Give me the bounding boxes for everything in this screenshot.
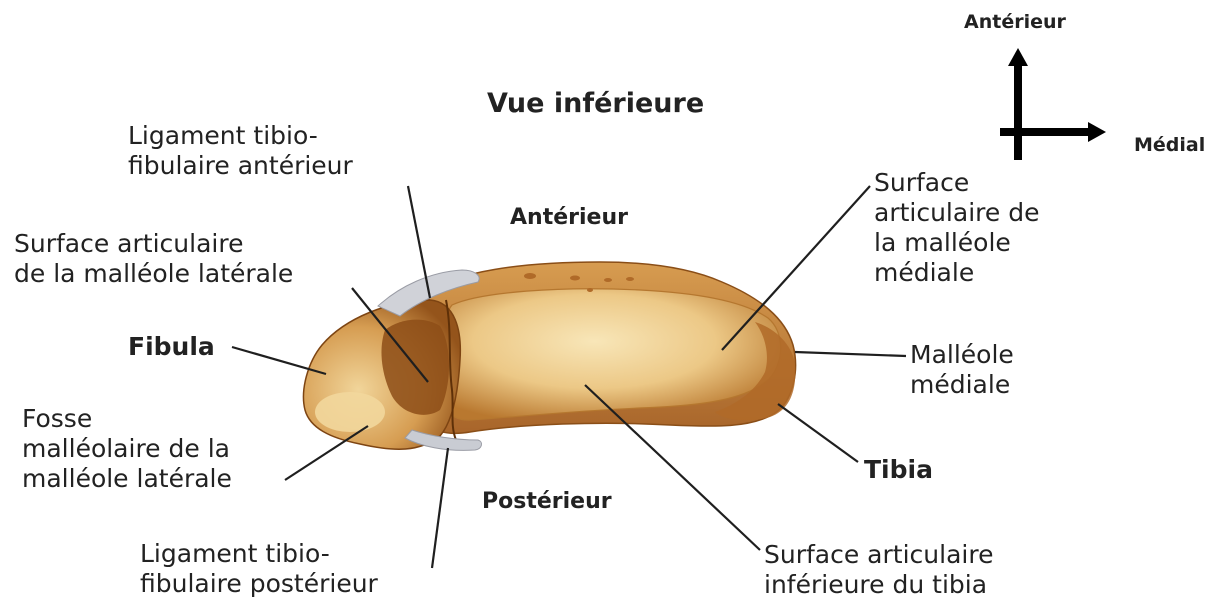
label-inferior-articular-surface: Surface articulaire inférieure du tibia <box>764 540 993 600</box>
bone-drawing <box>304 262 796 450</box>
label-fibula: Fibula <box>128 332 215 362</box>
label-tibia: Tibia <box>864 455 933 485</box>
region-posterior-label: Postérieur <box>482 487 612 517</box>
orientation-arrows <box>1000 48 1106 160</box>
label-ligament-posterior: Ligament tibio- fibulaire postérieur <box>140 539 378 599</box>
label-ligament-anterior: Ligament tibio- fibulaire antérieur <box>128 121 353 181</box>
label-malleolar-fossa: Fosse malléolaire de la malléole latéral… <box>22 404 232 494</box>
orientation-anterior-label: Antérieur <box>964 11 1066 33</box>
label-medial-malleolus: Malléole médiale <box>910 340 1014 400</box>
orientation-medial-label: Médial <box>1134 134 1205 156</box>
region-anterior-label: Antérieur <box>510 203 628 233</box>
label-surface-lateral-malleolus: Surface articulaire de la malléole latér… <box>14 229 293 289</box>
diagram-title: Vue inférieure <box>487 89 704 119</box>
label-surface-medial-malleolus: Surface articulaire de la malléole média… <box>874 168 1039 288</box>
